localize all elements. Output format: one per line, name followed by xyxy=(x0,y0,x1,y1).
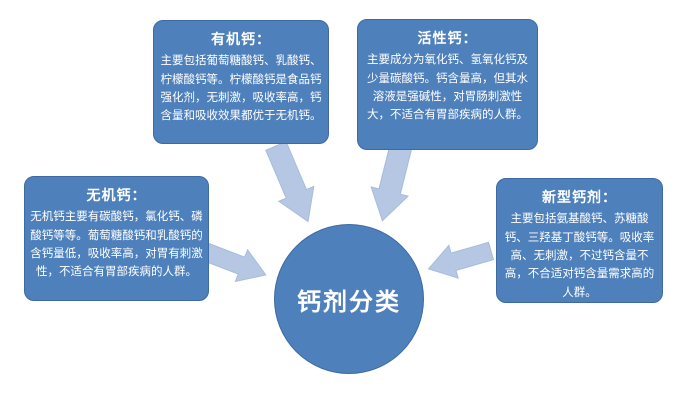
node-active-calcium-title: 活性钙： xyxy=(417,30,478,46)
node-organic-calcium-body: 主要包括葡萄糖酸钙、乳酸钙、柠檬酸钙等。柠檬酸钙是食品钙强化剂，无刺激，吸收率高… xyxy=(160,55,322,123)
node-inorganic-calcium-title: 无机钙： xyxy=(86,187,147,203)
node-organic-calcium: 有机钙： 主要包括葡萄糖酸钙、乳酸钙、柠檬酸钙等。柠檬酸钙是食品钙强化剂，无刺激… xyxy=(153,20,329,144)
node-organic-calcium-title: 有机钙： xyxy=(211,31,271,47)
arrow-from-organic-calcium xyxy=(265,141,315,223)
node-new-type-calcium: 新型钙剂： 主要包括氨基酸钙、苏糖酸钙、三羟基丁酸钙等。吸收率高、无刺激，不过钙… xyxy=(496,178,663,303)
arrow-from-new-type-calcium xyxy=(427,241,495,279)
center-node-label: 钙剂分类 xyxy=(297,288,401,316)
node-new-type-calcium-body: 主要包括氨基酸钙、苏糖酸钙、三羟基丁酸钙等。吸收率高、无刺激，不过钙含量不高，不… xyxy=(504,213,655,299)
node-inorganic-calcium-body: 无机钙主要有碳酸钙，氯化钙、磷酸钙等等。葡萄糖酸钙和乳酸钙的含钙量低，吸收率高，… xyxy=(30,211,203,279)
node-new-type-calcium-title: 新型钙剂： xyxy=(542,189,617,205)
arrow-from-inorganic-calcium xyxy=(202,242,267,283)
node-active-calcium-body: 主要成分为氧化钙、氢氧化钙及少量碳酸钙。钙含量高，但其水溶液是强碱性，对胃肠刺激… xyxy=(367,54,528,122)
node-inorganic-calcium: 无机钙： 无机钙主要有碳酸钙，氯化钙、磷酸钙等等。葡萄糖酸钙和乳酸钙的含钙量低，… xyxy=(24,176,209,301)
arrow-from-active-calcium xyxy=(370,142,413,222)
center-node: 钙剂分类 xyxy=(274,224,424,374)
node-active-calcium: 活性钙： 主要成分为氧化钙、氢氧化钙及少量碳酸钙。钙含量高，但其水溶液是强碱性，… xyxy=(357,19,538,150)
